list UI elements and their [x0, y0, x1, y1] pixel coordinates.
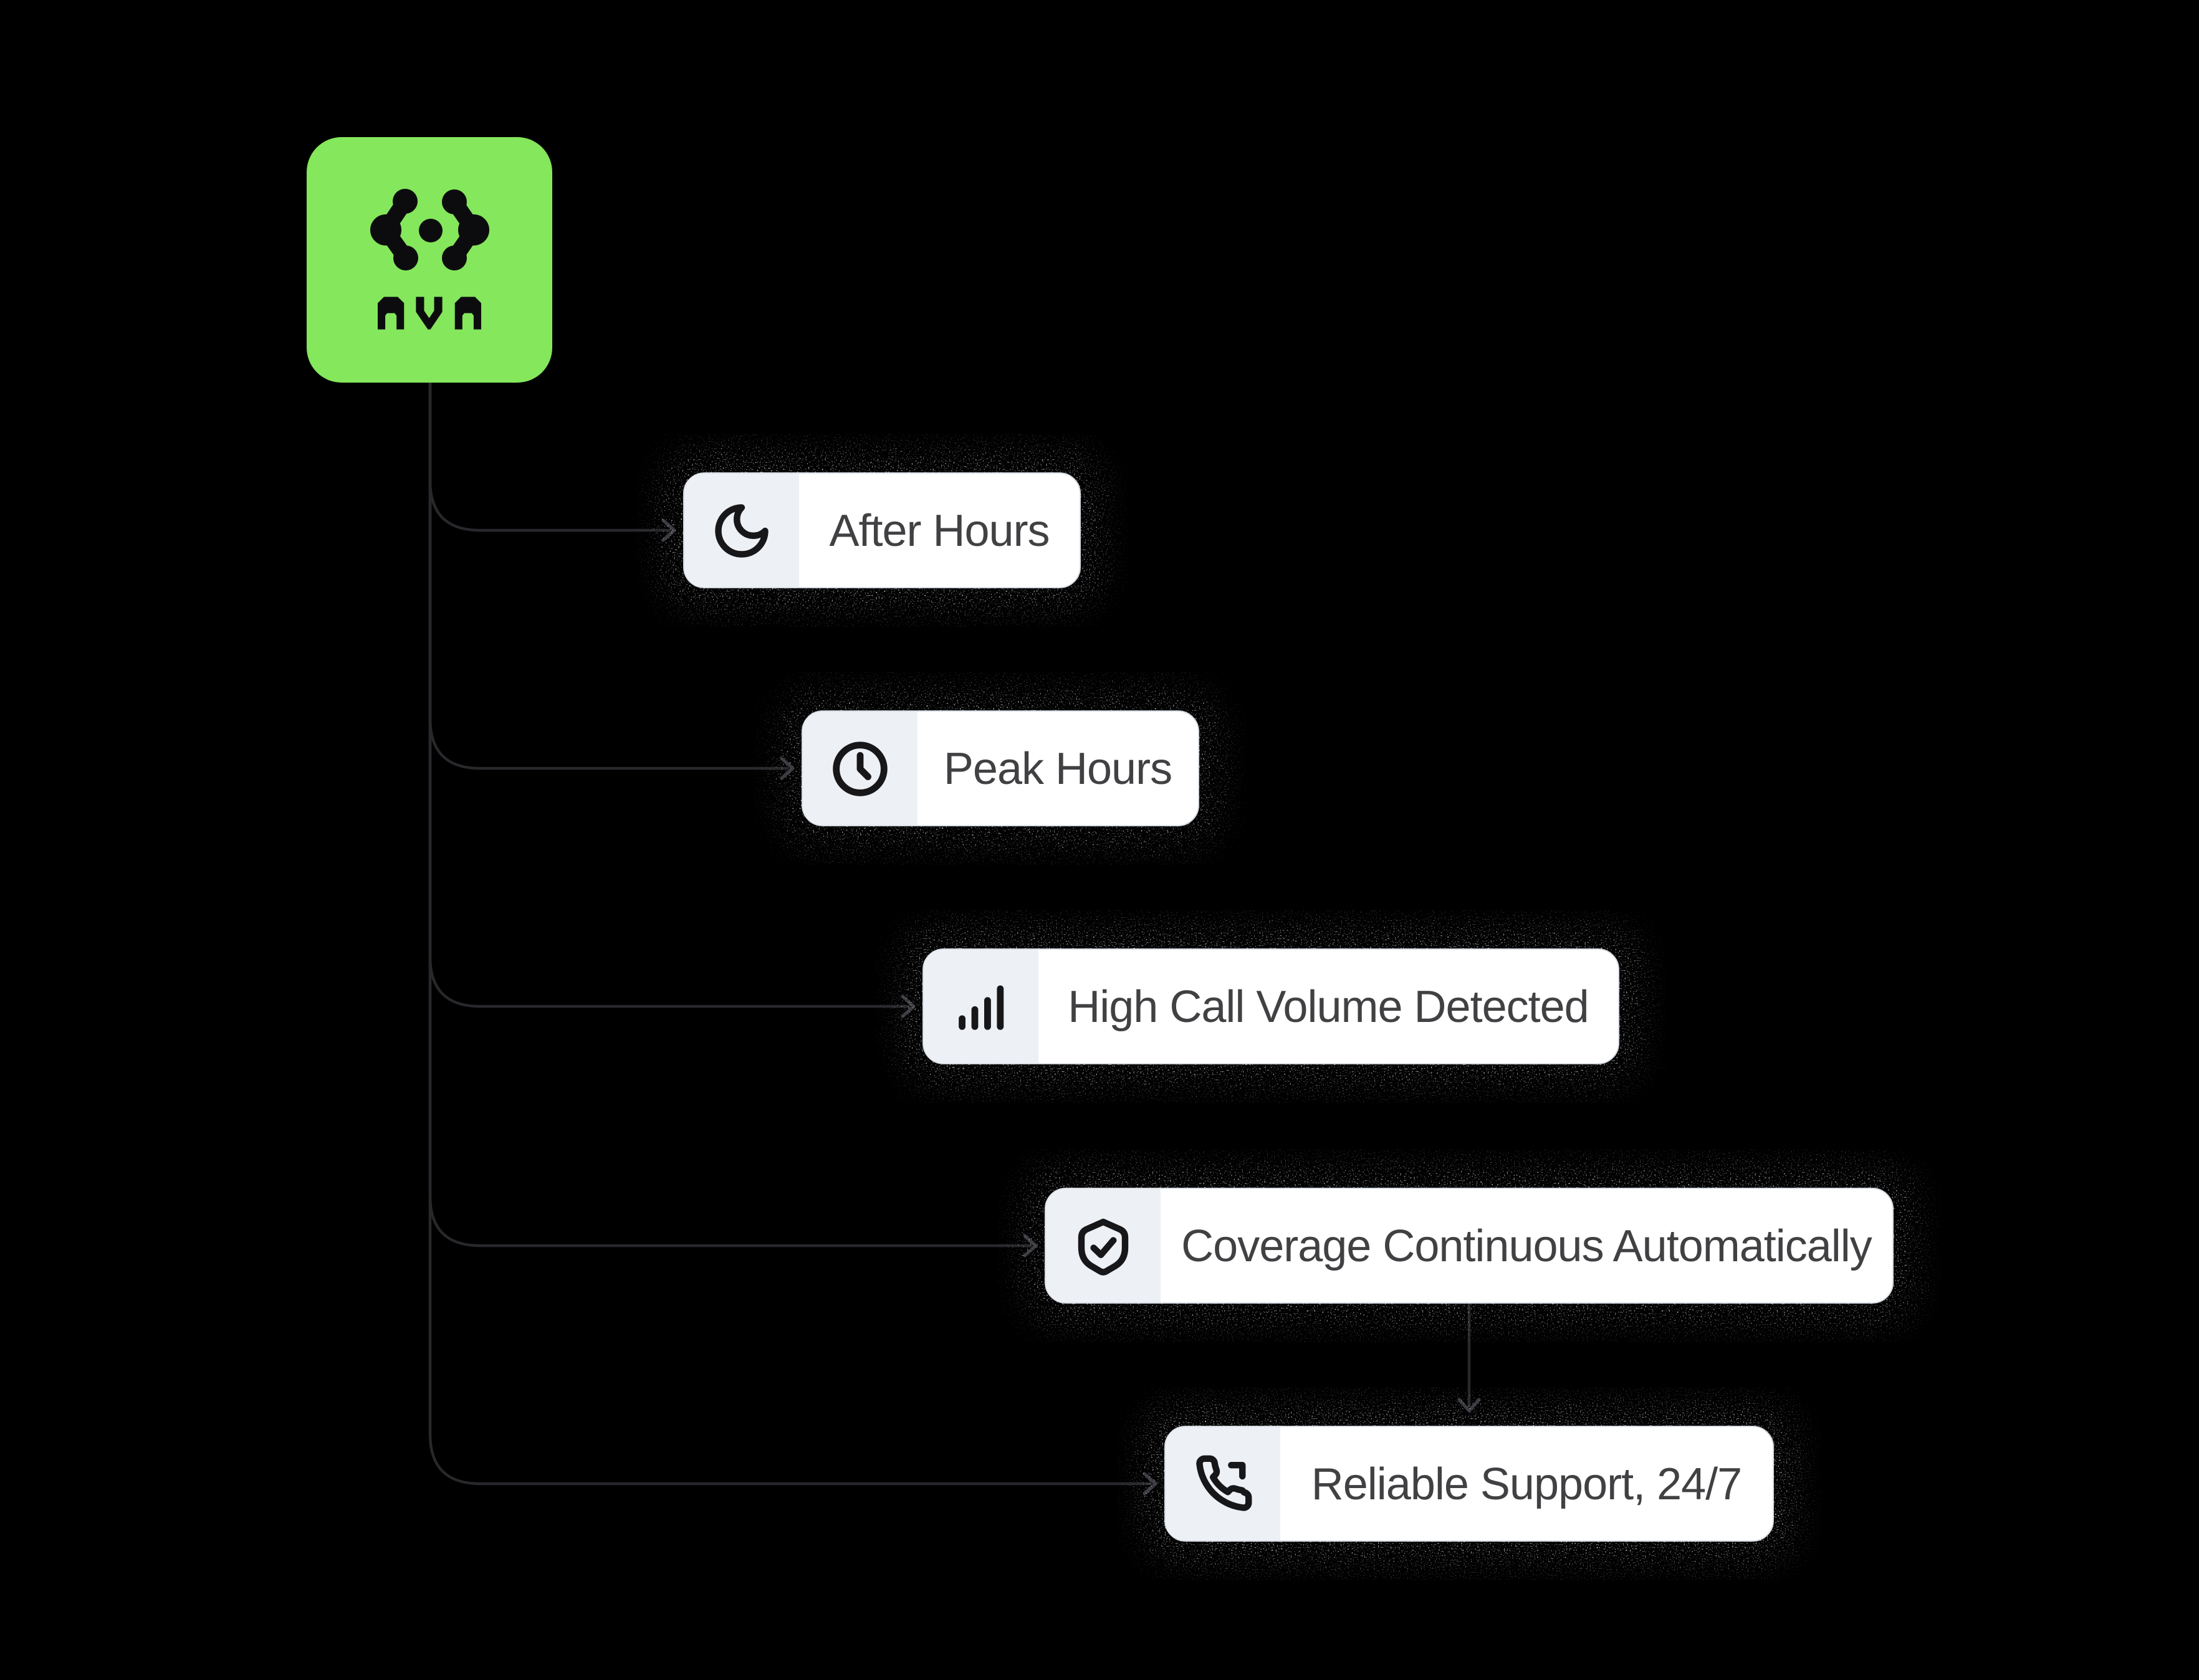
- flow-node-peak-hours: Peak Hours: [754, 663, 1247, 874]
- high-call-volume-icon-panel: [924, 950, 1038, 1063]
- signal-bars-icon: [959, 985, 1004, 1029]
- code-brackets-molecule-icon: [370, 189, 489, 270]
- ava-logo-tile: AVA: [307, 137, 552, 383]
- peak-hours-icon-panel: [803, 712, 917, 825]
- moon-icon: [715, 504, 769, 557]
- node-label: High Call Volume Detected: [1068, 980, 1589, 1031]
- flow-node-after-hours: After Hours: [636, 425, 1128, 636]
- flow-node-coverage-continuous: Coverage Continuous Automatically: [997, 1140, 1941, 1351]
- card-high-call-volume: High Call Volume Detected: [922, 948, 1619, 1064]
- edge-ava-after-hours: [428, 381, 671, 532]
- flow-node-reliable-support: Reliable Support, 24/7: [1117, 1378, 1821, 1589]
- phone-outgoing-icon: [1196, 1454, 1252, 1511]
- reliable-support-icon-panel: [1166, 1427, 1280, 1540]
- card-peak-hours: Peak Hours: [802, 710, 1199, 826]
- coverage-icon-panel: [1046, 1189, 1161, 1302]
- edge-ava-reliable-support: [428, 381, 1152, 1486]
- card-reliable-support: Reliable Support, 24/7: [1164, 1426, 1774, 1542]
- flow-node-high-call-volume: High Call Volume Detected: [875, 901, 1667, 1112]
- card-coverage-continuous: Coverage Continuous Automatically: [1045, 1188, 1894, 1304]
- node-label: Coverage Continuous Automatically: [1181, 1219, 1872, 1271]
- after-hours-icon-panel: [684, 474, 799, 587]
- clock-icon: [833, 741, 888, 796]
- node-label: After Hours: [829, 504, 1050, 555]
- ava-wordmark: [378, 297, 481, 330]
- node-label: Peak Hours: [943, 742, 1172, 793]
- card-after-hours: After Hours: [683, 472, 1081, 588]
- node-label: Reliable Support, 24/7: [1311, 1458, 1743, 1509]
- shield-check-icon: [1078, 1218, 1129, 1275]
